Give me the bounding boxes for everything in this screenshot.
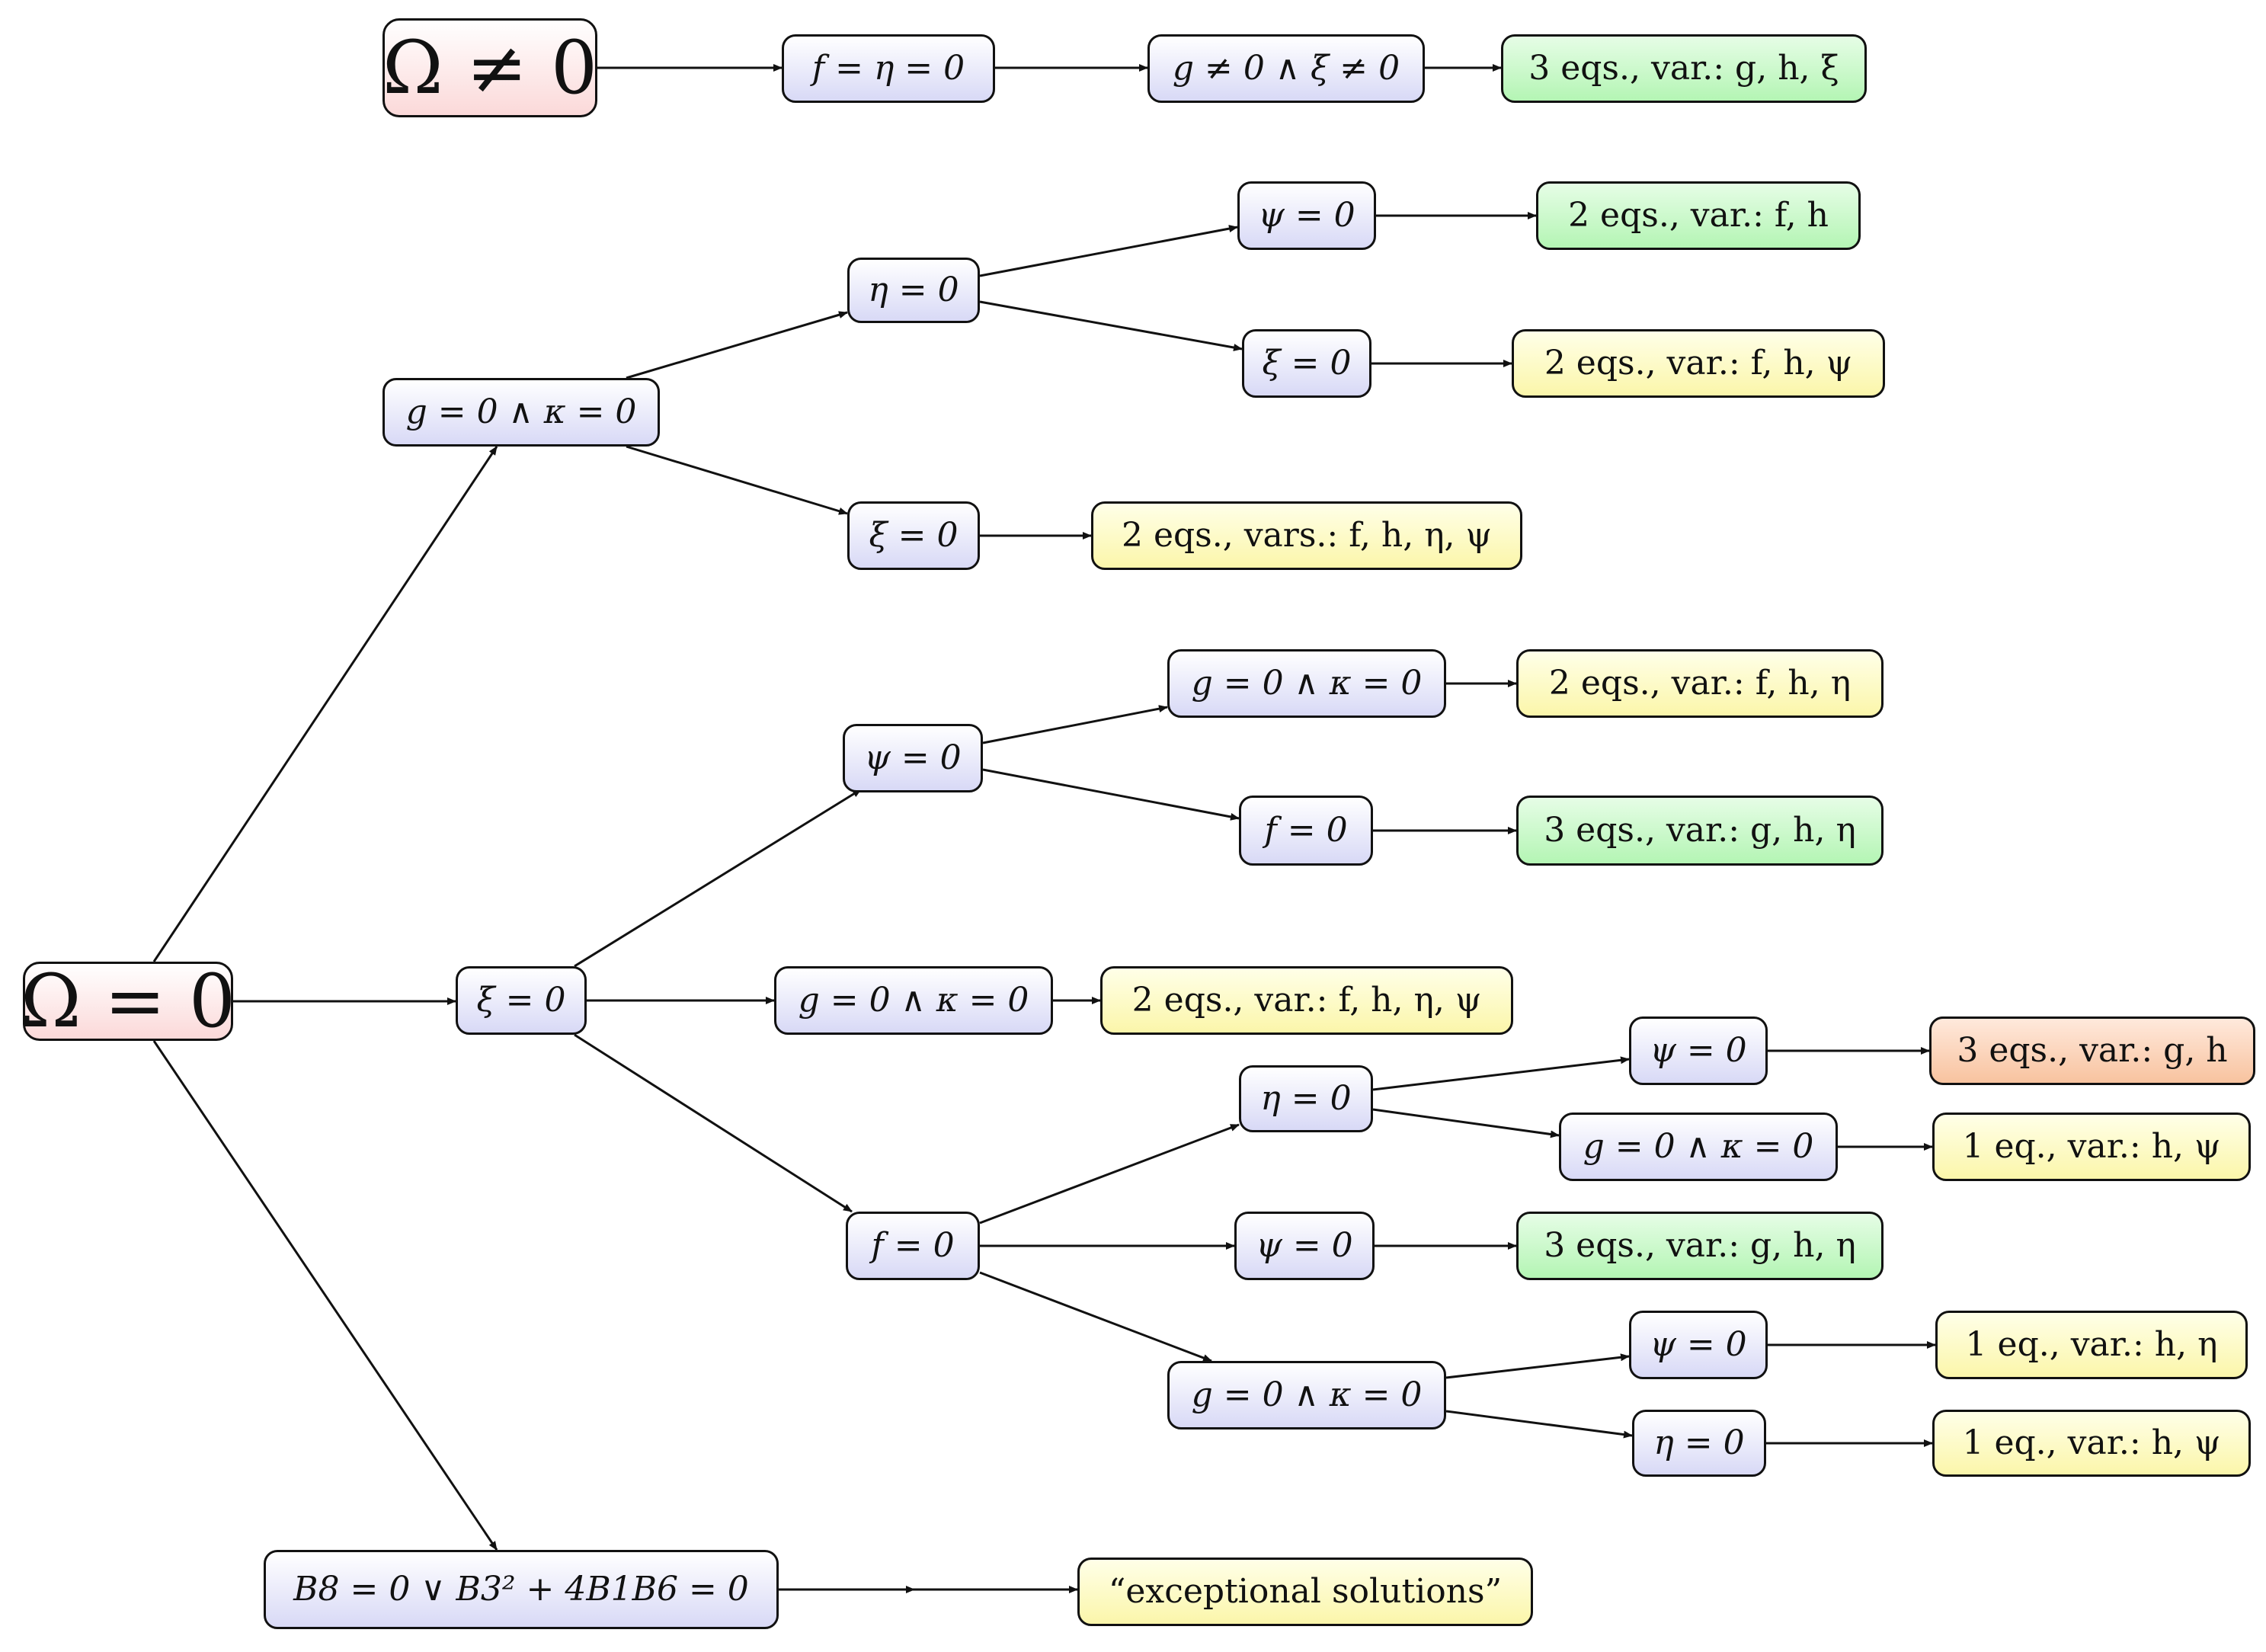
d-exceptional-node: “exceptional solutions” (1077, 1558, 1533, 1626)
edge-arrow (626, 311, 848, 379)
a-xi2-node: ξ = 0 (1242, 329, 1371, 398)
g-xi-nonzero-node: g ≠ 0 ∧ ξ ≠ 0 (1147, 34, 1425, 103)
c-g-kappa2-eta-node: η = 0 (1632, 1410, 1766, 1477)
c-g-kappa2-node: g = 0 ∧ κ = 0 (1167, 1361, 1446, 1429)
edge-arrow (979, 300, 1243, 351)
c-psi-node: ψ = 0 (1629, 1016, 1768, 1085)
edge-arrow (982, 768, 1240, 821)
f-eta-zero-node: f = η = 0 (782, 34, 995, 103)
edge-arrow (626, 445, 848, 515)
edge-arrow (574, 1033, 853, 1213)
edge-arrow (152, 446, 498, 962)
edge-arrow (979, 225, 1238, 277)
d-b-condition-node: B8 = 0 ∨ B3² + 4B1B6 = 0 (264, 1550, 779, 1629)
b-f-result-node: 3 eqs., var.: g, h, η (1516, 796, 1884, 866)
omega-zero-node: Ω = 0 (20, 959, 236, 1044)
c-psi2-node: ψ = 0 (1234, 1212, 1375, 1280)
c-f-node: f = 0 (846, 1212, 980, 1280)
a-xi-node: ξ = 0 (847, 501, 980, 570)
a-psi-result-node: 2 eqs., var.: f, h (1536, 181, 1861, 250)
edge-arrow (979, 1271, 1212, 1362)
a-eta-node: η = 0 (847, 258, 980, 323)
b-g-kappa-node: g = 0 ∧ κ = 0 (1167, 649, 1446, 718)
edge-arrow (982, 705, 1168, 744)
a-psi-node: ψ = 0 (1237, 181, 1376, 250)
c-psi-result-node: 3 eqs., var.: g, h (1929, 1016, 2255, 1085)
b-xi-node: ξ = 0 (456, 966, 587, 1035)
c-g-kappa2-psi-result-node: 1 eq., var.: h, η (1935, 1311, 2248, 1379)
omega-nonzero-node: Ω ≠ 0 (382, 18, 597, 117)
edge-arrow (1445, 1353, 1630, 1379)
b-g-kappa-result-node: 2 eqs., var.: f, h, η (1516, 649, 1884, 718)
b-g-kappa2-result-node: 2 eqs., var.: f, h, η, ψ (1100, 966, 1513, 1035)
a-xi2-result-node: 2 eqs., var.: f, h, ψ (1512, 329, 1885, 398)
c-eta-node: η = 0 (1239, 1065, 1373, 1132)
b-f-node: f = 0 (1239, 796, 1373, 866)
edge-arrow (979, 1123, 1240, 1225)
b-psi-node: ψ = 0 (843, 724, 983, 792)
c-g-kappa2-eta-result-node: 1 eq., var.: h, ψ (1932, 1410, 2251, 1477)
edge-arrow (152, 1040, 498, 1551)
c-g-kappa-node: g = 0 ∧ κ = 0 (1559, 1113, 1838, 1181)
a-g-kappa-node: g = 0 ∧ κ = 0 (382, 378, 660, 447)
c-g-kappa-result-node: 1 eq., var.: h, ψ (1932, 1113, 2251, 1181)
edge-arrow (1372, 1056, 1630, 1091)
edge-arrow (574, 788, 862, 968)
c-g-kappa2-psi-node: ψ = 0 (1629, 1311, 1768, 1379)
result-top-node: 3 eqs., var.: g, h, ξ (1501, 34, 1867, 103)
a-xi-result-node: 2 eqs., vars.: f, h, η, ψ (1091, 501, 1522, 570)
b-g-kappa2-node: g = 0 ∧ κ = 0 (774, 966, 1053, 1035)
edge-arrow (1445, 1410, 1633, 1439)
edge-arrow (1372, 1108, 1560, 1138)
c-psi2-result-node: 3 eqs., var.: g, h, η (1516, 1212, 1884, 1280)
